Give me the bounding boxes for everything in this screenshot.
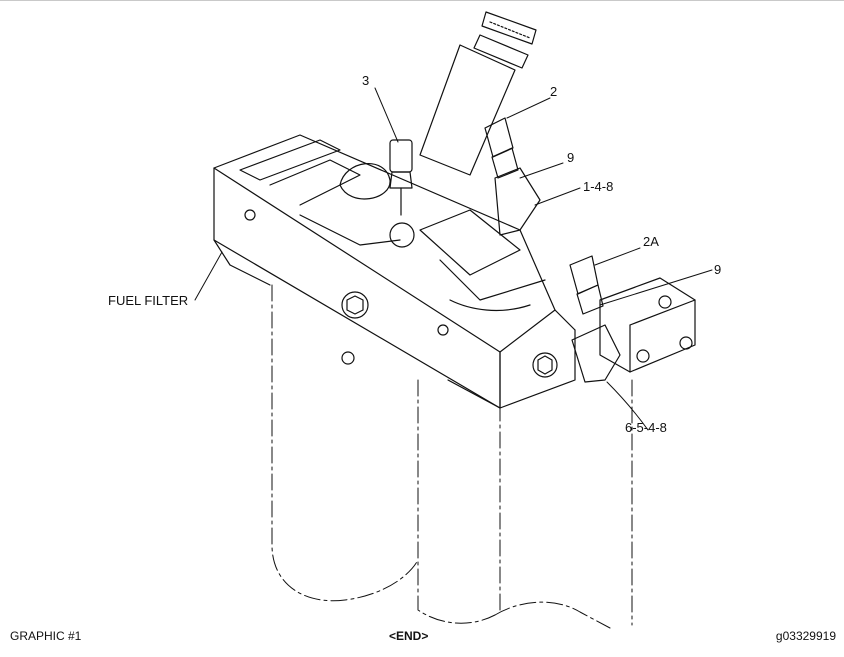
callout-2: 2 (550, 84, 557, 99)
callout-2a: 2A (643, 234, 659, 249)
callout-6-5-4-8: 6-5-4-8 (625, 420, 667, 435)
filter-housing (213, 134, 672, 409)
callout-9-lower: 9 (714, 262, 721, 277)
callout-3: 3 (362, 73, 369, 88)
graphic-number: GRAPHIC #1 (10, 629, 82, 643)
graphic-id: g03329919 (775, 629, 836, 643)
side-bracket (599, 277, 696, 373)
leader-lines (194, 87, 713, 431)
top-rule (0, 0, 844, 1)
label-fuel-filter: FUEL FILTER (108, 293, 188, 308)
sensor-2a (569, 255, 621, 383)
end-marker: <END> (389, 629, 429, 643)
priming-pump (419, 11, 537, 176)
filter-canisters (271, 284, 633, 629)
callout-1-4-8: 1-4-8 (583, 179, 613, 194)
callout-9-upper: 9 (567, 150, 574, 165)
sensor-2 (484, 117, 541, 236)
sensor-3 (389, 139, 413, 216)
